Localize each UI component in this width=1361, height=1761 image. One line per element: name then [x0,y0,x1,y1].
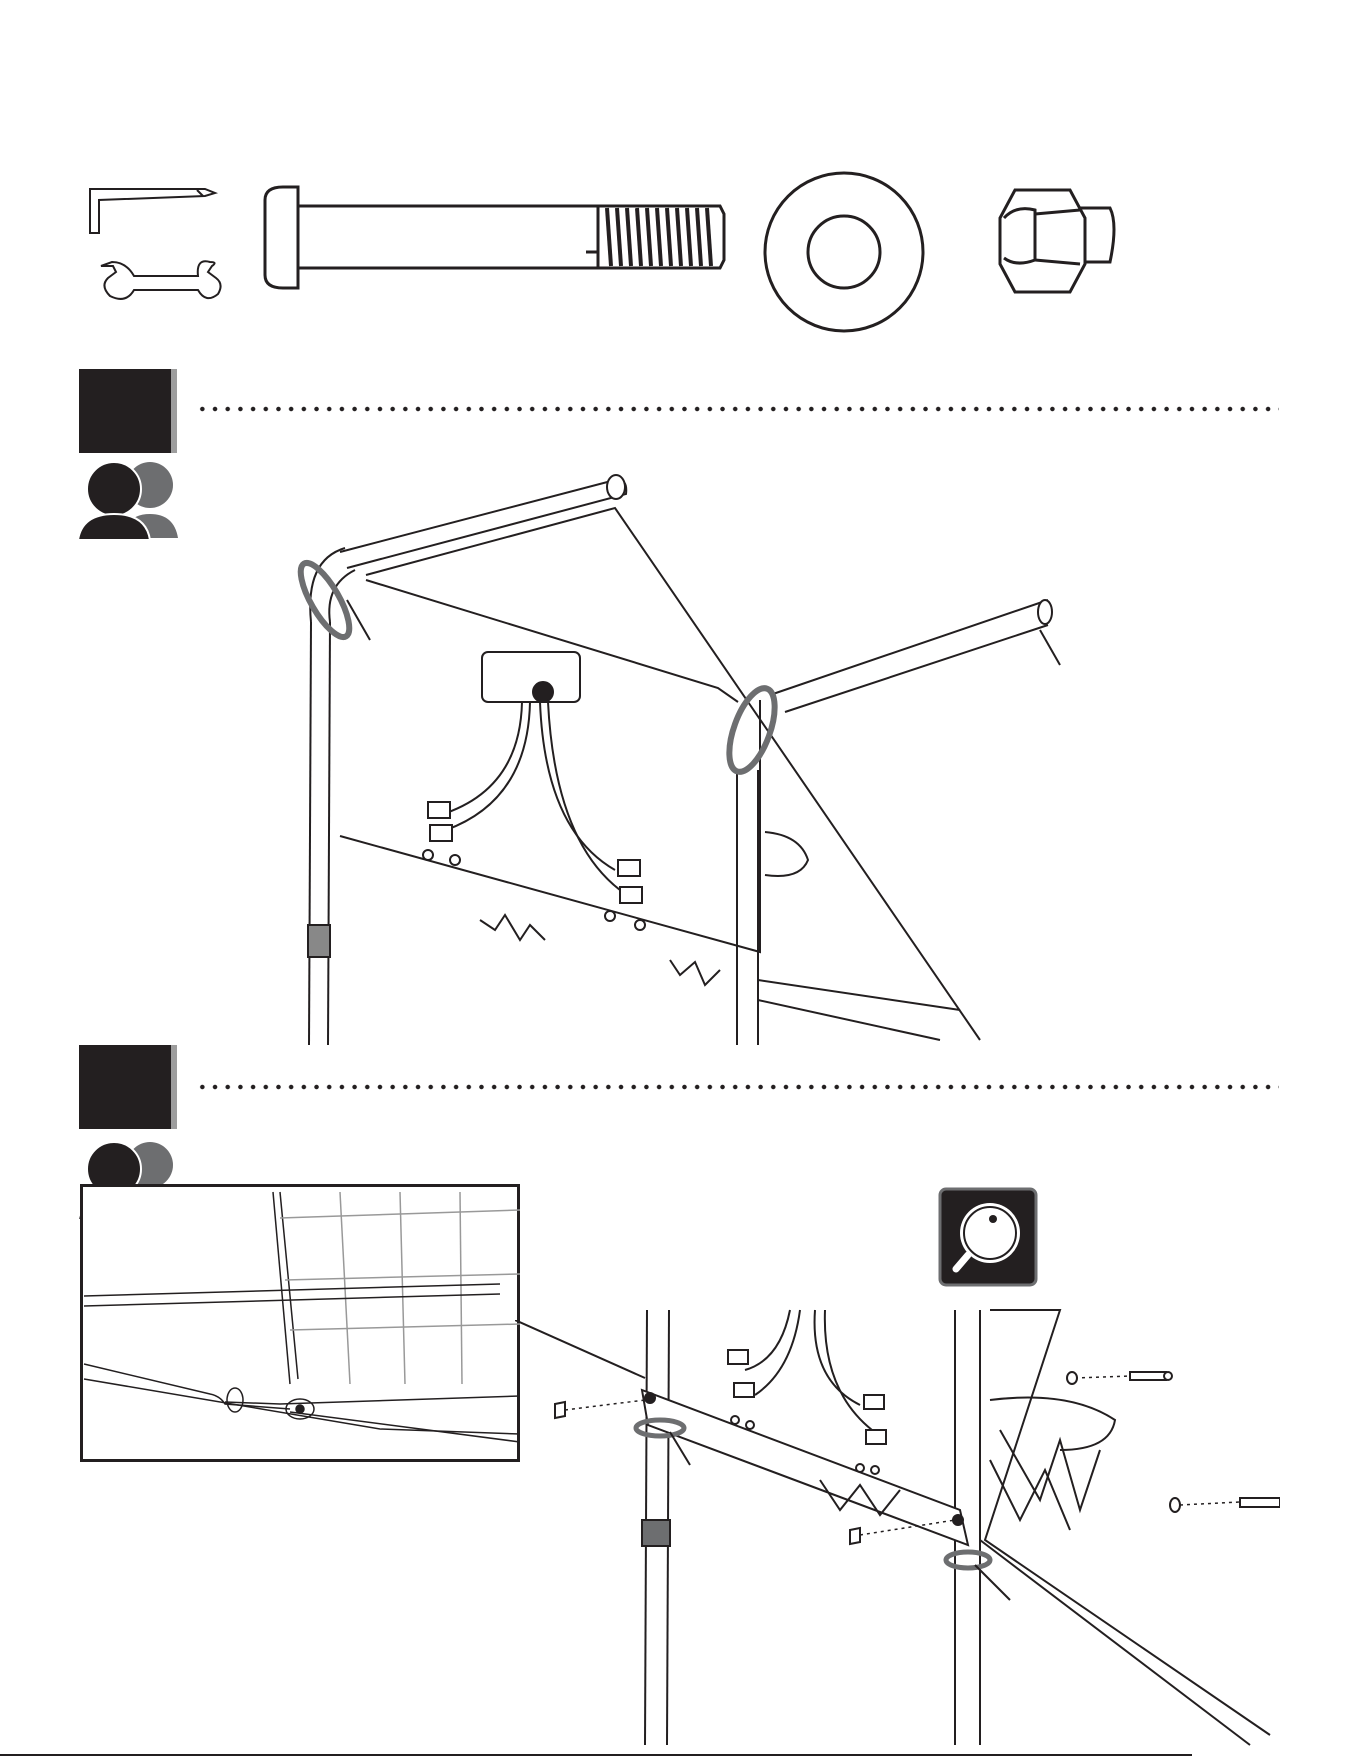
step-number-block [79,369,171,453]
detail-inset [80,1184,520,1462]
washer-icon [765,173,923,331]
step-number [79,1045,171,1129]
step-divider [196,406,1279,412]
magnifier-detail-icon [938,1187,1038,1287]
step-divider [196,1084,1279,1090]
wrench-icon [101,261,221,299]
two-person-icon [78,460,178,540]
step-2-illustration [550,1305,1280,1750]
footer-rule [0,1754,1192,1756]
step-number [79,369,171,453]
hardware-row [0,150,1361,350]
bolt-icon [265,187,724,288]
lock-nut-icon [1000,190,1114,292]
step-number-block [79,1045,171,1129]
hex-key-icon [90,189,215,233]
step-1-illustration [290,470,1090,1045]
